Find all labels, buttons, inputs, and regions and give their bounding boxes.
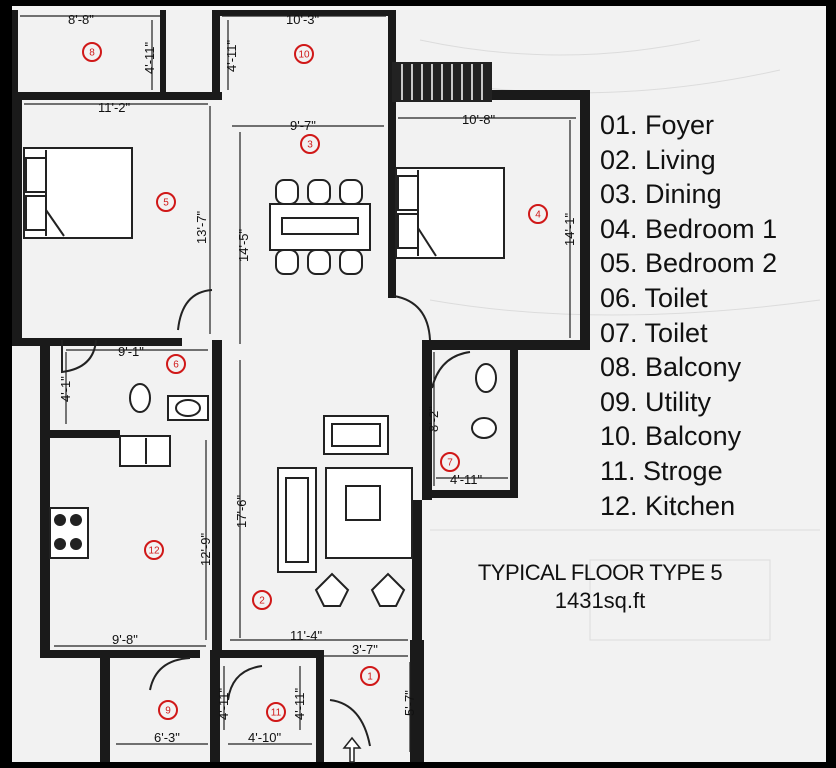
legend-item-toilet-6: 06. Toilet <box>600 282 708 313</box>
dim-bedroom2-depth: 13'-7" <box>194 210 209 244</box>
left-frame <box>0 0 12 768</box>
room-marker-9: 9 <box>158 700 178 720</box>
legend-item-toilet-7: 07. Toilet <box>600 317 708 348</box>
legend-item-living: 02. Living <box>600 144 716 175</box>
dim-dining-depth: 14'-5" <box>236 228 251 262</box>
dimension-labels: 8'-8" 4'-11" 10'-3" 4'-11" 11'-2" 13'-7"… <box>58 12 577 745</box>
dim-kitchen-depth: 12'-9" <box>198 532 213 566</box>
bed-icon <box>23 147 133 239</box>
legend-item-utility: 09. Utility <box>600 386 712 417</box>
sink-icon <box>119 435 171 467</box>
top-frame <box>0 0 836 6</box>
legend-item-bedroom-2: 05. Bedroom 2 <box>600 248 778 279</box>
legend-item-balcony-8: 08. Balcony <box>600 352 742 383</box>
dim-balcony10-depth: 4'-11" <box>224 39 239 72</box>
legend-item-storage: 11. Stroge <box>600 455 723 486</box>
room-marker-12: 12 <box>144 540 164 560</box>
svg-text:2: 2 <box>259 596 265 607</box>
dim-utility-width: 6'-3" <box>154 730 180 745</box>
dining-table-icon <box>269 179 371 275</box>
room-marker-8: 8 <box>82 42 102 62</box>
staircase-icon <box>392 62 492 102</box>
room-marker-5: 5 <box>156 192 176 212</box>
dim-bedroom1-depth: 14'-1" <box>562 212 577 246</box>
svg-text:6: 6 <box>173 360 179 371</box>
svg-text:12: 12 <box>148 546 160 557</box>
svg-text:7: 7 <box>447 458 453 469</box>
bed-icon <box>395 167 505 259</box>
dim-storage-depth: 4'-11" <box>292 687 307 720</box>
dim-dining-width: 9'-7" <box>290 118 316 133</box>
right-frame <box>826 0 836 768</box>
room-marker-3: 3 <box>300 134 320 154</box>
legend-item-balcony-10: 10. Balcony <box>600 421 742 452</box>
dim-toilet7-width: 4'-11" <box>450 472 483 487</box>
svg-text:1: 1 <box>367 672 373 683</box>
dim-foyer-width: 3'-7" <box>352 642 378 657</box>
dim-storage-width: 4'-10" <box>248 730 282 745</box>
svg-text:8: 8 <box>89 48 95 59</box>
svg-text:10: 10 <box>298 50 310 61</box>
room-markers: 1 2 3 4 5 6 7 8 9 10 11 12 <box>82 42 548 722</box>
dim-balcony8-depth: 4'-11" <box>142 41 157 74</box>
dim-living-depth: 17'-6" <box>234 494 249 528</box>
legend-item-foyer: 01. Foyer <box>600 110 715 140</box>
dimension-lines <box>20 15 576 752</box>
washbasin-icon <box>167 395 209 421</box>
bottom-frame <box>0 762 836 768</box>
plan-caption: TYPICAL FLOOR TYPE 5 1431sq.ft <box>430 560 770 614</box>
svg-text:4: 4 <box>535 210 541 221</box>
wc-icon <box>129 363 497 439</box>
dim-bedroom1-width: 10'-8" <box>462 112 496 127</box>
stove-icon <box>49 507 89 559</box>
room-marker-10: 10 <box>294 44 314 64</box>
legend-item-kitchen: 12. Kitchen <box>600 490 736 521</box>
sofa-icon <box>277 415 413 573</box>
dim-bedroom2-width: 11'-2" <box>98 100 131 115</box>
room-marker-11: 11 <box>266 702 286 722</box>
plan-title: TYPICAL FLOOR TYPE 5 <box>477 560 723 585</box>
dim-toilet6-depth: 4'-1" <box>58 376 73 402</box>
dim-utility-depth: 4'-11" <box>216 687 231 720</box>
legend-item-bedroom-1: 04. Bedroom 1 <box>600 213 778 244</box>
svg-text:11: 11 <box>271 708 282 719</box>
dim-toilet6-width: 9'-1" <box>118 344 144 359</box>
dim-foyer-depth: 5'-7" <box>402 690 417 716</box>
entry-arrow-icon <box>342 736 362 763</box>
armchair-icon <box>314 572 406 607</box>
dim-living-width: 11'-4" <box>290 628 323 643</box>
plan-area: 1431sq.ft <box>554 588 646 613</box>
room-marker-7: 7 <box>440 452 460 472</box>
svg-text:5: 5 <box>163 198 169 209</box>
walls <box>12 10 590 762</box>
room-marker-6: 6 <box>166 354 186 374</box>
svg-text:9: 9 <box>165 706 171 717</box>
background-sketch <box>419 39 821 641</box>
room-marker-1: 1 <box>360 666 380 686</box>
room-marker-4: 4 <box>528 204 548 224</box>
dim-balcony8-width: 8'-8" <box>68 12 94 27</box>
room-marker-2: 2 <box>252 590 272 610</box>
dim-toilet7-depth: 8'-2" <box>426 406 441 432</box>
dim-balcony10-width: 10'-3" <box>286 12 320 27</box>
room-legend: 01. Foyer 02. Living 03. Dining 04. Bedr… <box>600 108 836 523</box>
dim-kitchen-width: 9'-8" <box>112 632 138 647</box>
legend-item-dining: 03. Dining <box>600 179 722 210</box>
svg-text:3: 3 <box>307 140 313 151</box>
